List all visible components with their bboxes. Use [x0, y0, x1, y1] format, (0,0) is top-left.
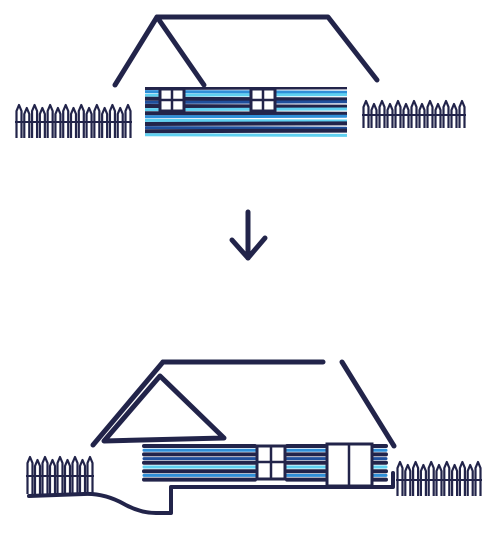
fence-picket [86, 455, 94, 494]
fence-picket [56, 455, 64, 494]
fence-picket [15, 103, 23, 138]
log-wall-after [142, 444, 388, 482]
window-right-before [249, 87, 277, 113]
fence-picket [77, 103, 85, 138]
door-after [325, 442, 374, 488]
arrow-down-icon [229, 209, 268, 261]
fence-picket [396, 460, 404, 496]
house-after [26, 359, 482, 515]
ground-path [27, 471, 395, 515]
fence-picket [71, 455, 79, 494]
log-stripe [145, 111, 347, 116]
log-stripe [145, 128, 347, 134]
fence-left-before [15, 103, 132, 138]
fence-picket [427, 460, 435, 496]
fence-left-after [26, 455, 94, 494]
house-before [15, 14, 466, 138]
fence-picket [30, 103, 39, 138]
fence-picket [443, 460, 451, 496]
fence-right-after [396, 460, 482, 496]
gable-extension [101, 373, 227, 444]
fence-picket [93, 103, 101, 138]
fence-right-before [362, 99, 466, 128]
fence-picket [124, 103, 132, 138]
log-stripe [145, 118, 347, 123]
fence-picket [412, 460, 420, 496]
log-stripe [145, 126, 347, 130]
window-left-before [158, 87, 186, 113]
log-stripe [145, 133, 347, 137]
fence-picket [474, 460, 482, 496]
log-stripe [145, 121, 347, 126]
log-stripe [145, 114, 347, 119]
roof-after [90, 359, 397, 449]
fence-picket [46, 103, 54, 138]
fence-picket [41, 455, 49, 494]
fence-picket [108, 103, 117, 138]
window-after [255, 444, 287, 481]
roof-before [112, 14, 380, 88]
fence-picket [62, 103, 70, 138]
fence-picket [26, 455, 34, 494]
fence-picket [458, 460, 466, 496]
